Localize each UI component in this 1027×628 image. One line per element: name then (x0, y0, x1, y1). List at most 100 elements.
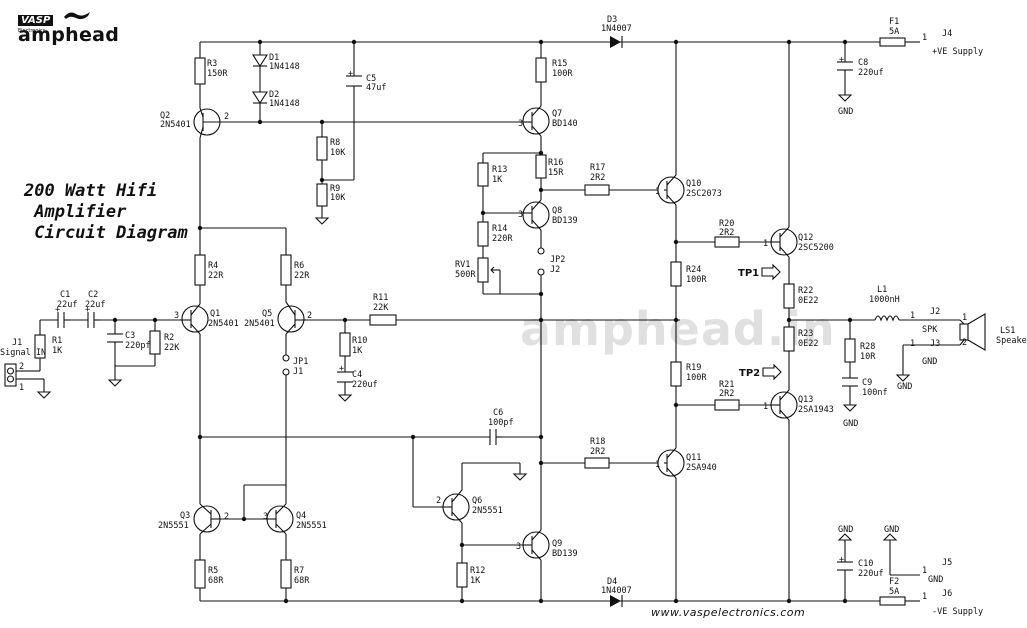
component-label: J5 (942, 558, 952, 568)
component-label: 1N4148 (269, 99, 300, 109)
transistor-Q4 (266, 503, 294, 535)
component-label: 2 (224, 112, 229, 122)
component-label: 2R2 (719, 228, 734, 238)
component-label: R18 (590, 437, 605, 447)
resistor-R3 (194, 57, 206, 85)
resistors (34, 57, 856, 589)
watermark-text: amphead.in (520, 302, 836, 356)
component-label: D4 (607, 577, 617, 587)
component-label: J4 (942, 29, 952, 39)
component-label: GND (838, 107, 853, 117)
diagram-title: 200 Watt Hifi Amplifier Circuit Diagram (24, 181, 188, 244)
component-label: R15 (552, 59, 567, 69)
resistor-R16 (535, 154, 547, 179)
component-label: J6 (942, 589, 952, 599)
component-label: 3 (174, 311, 179, 321)
component-label: 2N5551 (158, 521, 189, 531)
ground-icon (314, 217, 330, 225)
ground-icon (36, 391, 52, 399)
resistor-R2 (149, 330, 161, 355)
component-label: BD139 (552, 216, 578, 226)
component-label: Q13 (798, 395, 813, 405)
component-label: J2 (930, 307, 940, 317)
component-label: 68R (208, 576, 224, 586)
component-label: 15R (548, 168, 564, 178)
ground-icon (837, 533, 853, 541)
component-label: 1 (763, 402, 768, 412)
component-label: C4 (352, 370, 362, 380)
component-label: 68R (294, 576, 310, 586)
component-label: 100R (686, 275, 707, 285)
resistor-R20 (714, 236, 740, 248)
component-label: L1 (877, 285, 887, 295)
component-label: Q10 (686, 179, 701, 189)
component-label: 1 (910, 311, 915, 321)
component-label: 1 (910, 339, 915, 349)
resistor-R17 (584, 184, 610, 196)
component-label: R6 (294, 261, 304, 271)
component-label: R12 (470, 566, 485, 576)
resistor-R12 (456, 562, 468, 588)
diode-D2 (251, 91, 269, 105)
component-label: F1 (889, 17, 899, 27)
resistor-R18 (584, 457, 610, 469)
component-label: R17 (590, 163, 605, 173)
resistor-R11 (369, 314, 397, 326)
component-label: C6 (493, 408, 503, 418)
component-label: 1N4148 (269, 62, 300, 72)
component-label: J1 (12, 338, 22, 348)
component-label: 1 (655, 187, 660, 197)
component-label: 1K (52, 346, 63, 356)
transistor-Q1 (180, 303, 209, 335)
transistor-Q3 (193, 503, 221, 535)
connector-J1 (4, 363, 17, 387)
component-label: + (339, 364, 344, 374)
component-label: Q2 (160, 111, 170, 121)
component-label: 47uf (366, 83, 386, 93)
tp2-arrow-icon (762, 363, 782, 381)
component-label: 3 (518, 210, 523, 220)
component-label: R14 (492, 224, 507, 234)
component-label: R19 (686, 363, 701, 373)
resistor-R15 (535, 57, 547, 83)
component-label: C1 (60, 290, 70, 300)
transistor-Q6 (440, 489, 470, 524)
component-label: R16 (548, 158, 563, 168)
component-label: + (839, 55, 844, 65)
component-label: J2 (550, 265, 560, 275)
component-label: J1 (293, 367, 303, 377)
component-label: 1 (962, 313, 967, 323)
component-label: D3 (607, 15, 617, 25)
component-label: GND (884, 525, 899, 535)
component-label: Q12 (798, 233, 813, 243)
component-label: 2R2 (590, 447, 605, 457)
transistor-Q10 (657, 174, 685, 206)
component-label: TP1 (738, 268, 759, 279)
component-label: + (348, 69, 353, 79)
title-line-2: Amplifier (24, 202, 127, 222)
component-label: C3 (125, 331, 135, 341)
resistor-R8 (316, 136, 328, 161)
ground-icon (895, 374, 911, 382)
component-label: 220pf (125, 341, 151, 351)
component-label: 2R2 (719, 389, 734, 399)
component-label: 22R (208, 271, 224, 281)
component-label: TP2 (739, 368, 760, 379)
component-label: 1K (470, 576, 481, 586)
component-label: R11 (373, 293, 388, 303)
component-label: C2 (88, 290, 98, 300)
diode-D1 (251, 54, 269, 68)
lizard-logo-icon (64, 12, 90, 20)
capacitors (57, 61, 858, 571)
component-label: -VE Supply (932, 607, 983, 617)
component-label: R21 (719, 380, 734, 390)
component-label: D1 (269, 53, 279, 63)
component-label: GND (843, 419, 858, 429)
component-label: 1 (922, 592, 927, 602)
component-label: Q1 (210, 309, 220, 319)
component-label: 2 (19, 362, 24, 372)
component-label: C8 (858, 58, 868, 68)
component-label: 2R2 (590, 173, 605, 183)
component-label: 3 (263, 512, 268, 522)
